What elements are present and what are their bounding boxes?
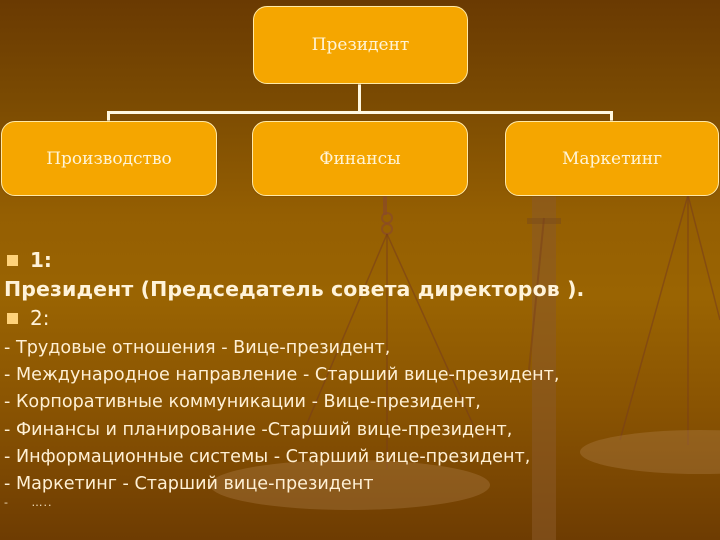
bullet-item-2: 2: — [4, 304, 720, 332]
org-box-label: Президент — [311, 35, 410, 55]
list-item: - Трудовые отношения - Вице-президент, — [4, 338, 391, 358]
square-bullet-icon — [7, 254, 18, 266]
org-box-finance: Финансы — [252, 121, 468, 196]
ellipsis-dash: - — [4, 496, 9, 510]
connector-right-vertical — [610, 111, 613, 123]
list-item: - Международное направление - Старший ви… — [4, 365, 560, 386]
list-item-ellipsis: - ….. — [4, 496, 720, 509]
org-box-label: Производство — [46, 148, 172, 169]
org-box-president: Президент — [253, 6, 468, 84]
bullet-1-text: Президент (Председатель совета директоро… — [4, 277, 585, 301]
org-box-production: Производство — [1, 121, 217, 196]
org-box-marketing: Маркетинг — [505, 121, 719, 196]
list-item: - Финансы и планирование -Старший вице-п… — [4, 419, 513, 440]
org-box-label: Маркетинг — [561, 148, 663, 169]
list-item: - Информационные системы - Старший вице-… — [4, 446, 531, 467]
connector-left-vertical — [107, 111, 110, 123]
list-item: - Маркетинг - Старший вице-президент — [4, 474, 374, 495]
list-item: - Корпоративные коммуникации - Вице-през… — [4, 392, 481, 413]
bullet-1-marker: 1: — [30, 248, 52, 272]
content-block: 1: Президент (Председатель совета директ… — [4, 246, 720, 509]
ellipsis-dots: ….. — [31, 496, 53, 510]
bullet-item-1: 1: — [4, 246, 720, 274]
bullet-2-marker: 2: — [30, 306, 50, 330]
org-box-label: Финансы — [319, 148, 401, 169]
connector-horizontal — [107, 111, 613, 114]
connector-root-vertical — [358, 82, 361, 112]
square-bullet-icon — [7, 312, 18, 324]
